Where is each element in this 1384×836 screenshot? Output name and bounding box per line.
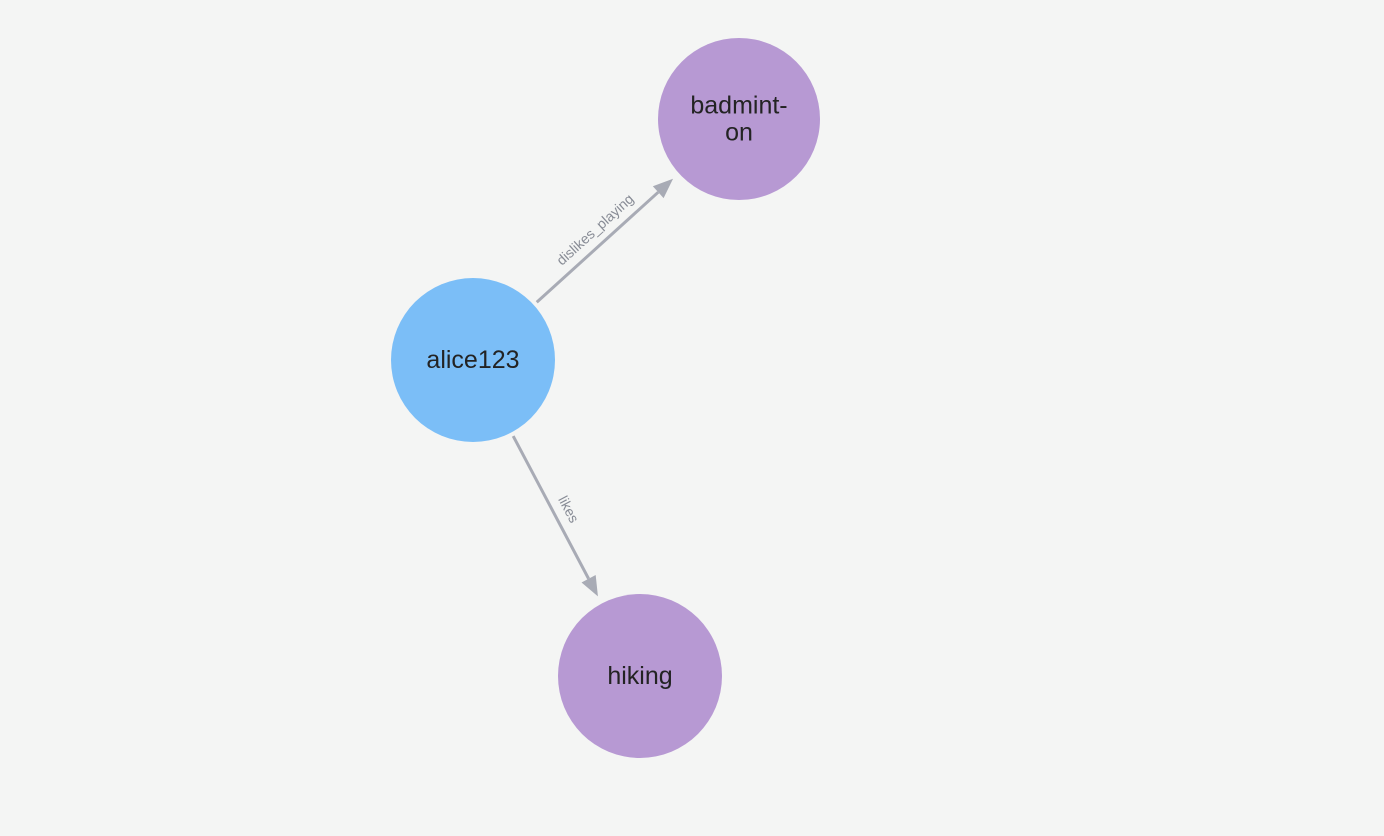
graph-node-hiking[interactable]: hiking bbox=[558, 594, 722, 758]
graph-edge-likes[interactable]: likes bbox=[511, 435, 598, 597]
edge-arrowhead-icon bbox=[652, 178, 674, 199]
node-circle bbox=[658, 38, 820, 200]
node-circle bbox=[391, 278, 555, 442]
graph-node-alice123[interactable]: alice123 bbox=[391, 278, 555, 442]
graph-edge-dislikes_playing[interactable]: dislikes_playing bbox=[535, 178, 674, 304]
edge-arrowhead-icon bbox=[581, 575, 598, 597]
graph-node-badminton[interactable]: badmint-on bbox=[658, 38, 820, 200]
node-circle bbox=[558, 594, 722, 758]
edge-label: dislikes_playing bbox=[553, 191, 636, 269]
edge-line bbox=[535, 191, 660, 304]
edge-line bbox=[511, 435, 590, 580]
